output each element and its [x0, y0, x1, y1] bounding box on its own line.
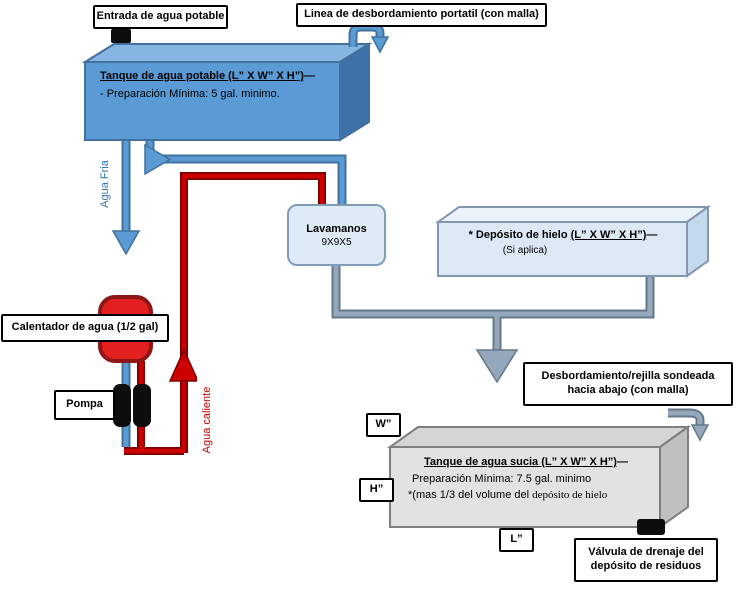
ice-box-title: * Depósito de hielo (L” X W” X H”)—: [442, 229, 684, 241]
dirty-tank-note-b: depósito de hielo: [532, 488, 608, 501]
label-linea-desbordamiento: Linea de desbordamiento portatil (con ma…: [296, 3, 547, 27]
overflow-arrow-top: [370, 36, 390, 54]
dirty-tank-3d: [386, 425, 692, 529]
label-desbordamiento-rejilla: Desbordamiento/rejilla sondeada hacia ab…: [523, 362, 733, 406]
dirty-tank-title: Tanque de agua sucia (L” X W” X H”)—: [398, 455, 654, 470]
dirty-tank-note-a: *(mas 1/3 del volume del: [408, 488, 533, 501]
ice-box-title-text: * Depósito de hielo: [468, 229, 571, 241]
label-l-dim: L”: [499, 528, 534, 552]
dirty-tank-title-text: Tanque de agua sucia (L” X W” X H”): [424, 456, 617, 468]
hot-flow-arrow-up: [168, 348, 200, 382]
valvula-line2: depósito de residuos: [590, 560, 702, 572]
label-valvula-drenaje: Válvula de drenaje del depósito de resid…: [574, 538, 718, 582]
potable-tank-title-text: Tanque de agua potable (L” X W” X H”): [100, 70, 304, 82]
dirty-tank-minimum: Preparación Mínima: 7.5 gal. minimo: [412, 473, 592, 486]
overflow-pipe-dirty: [668, 408, 710, 442]
dirty-tank-note: *(mas 1/3 del volume del depósito de hie…: [398, 488, 654, 503]
label-entrada-agua-potable: Entrada de agua potable: [93, 5, 228, 29]
label-h-dim: H”: [359, 478, 394, 502]
label-calentador: Calentador de agua (1/2 gal): [1, 314, 169, 342]
ice-box-text: * Depósito de hielo (L” X W” X H”)— (Si …: [442, 229, 684, 256]
label-agua-fria: Agua Fria: [94, 146, 116, 222]
cold-flow-arrow-right: [144, 143, 172, 176]
potable-tank-title: Tanque de agua potable (L” X W” X H”)—: [100, 69, 340, 84]
label-pompa: Pompa: [54, 390, 115, 420]
ice-box-title-dims: (L” X W” X H”): [570, 229, 647, 241]
ice-box-3d: [434, 205, 712, 278]
lavamanos-title: Lavamanos: [306, 222, 367, 235]
dirty-tank-text: Tanque de agua sucia (L” X W” X H”)— Pre…: [398, 455, 654, 503]
potable-tank-minimum: - Preparación Mínima: 5 gal. minimo.: [100, 88, 280, 101]
desbordamiento-line1: Desbordamiento/rejilla sondeada: [541, 370, 715, 383]
drain-pipe: [331, 263, 655, 384]
lavamanos-box: Lavamanos 9X9X5: [287, 204, 386, 266]
desbordamiento-line2: hacia abajo (con malla): [567, 384, 689, 396]
ice-box-si-aplica: (Si aplica): [502, 245, 548, 256]
potable-tank-3d: [81, 42, 373, 142]
pump-shape: [113, 384, 151, 427]
label-agua-caliente: Agua caliente: [197, 376, 217, 464]
valvula-line1: Válvula de drenaje del: [588, 546, 704, 559]
potable-tank-text: Tanque de agua potable (L” X W” X H”)— -…: [92, 69, 340, 103]
overflow-arrow-dirty: [690, 424, 710, 442]
drain-valve: [637, 519, 665, 535]
dirty-tank-title-dash: —: [616, 456, 628, 468]
ice-box-title-dash: —: [646, 229, 658, 241]
lavamanos-size: 9X9X5: [321, 236, 352, 248]
cold-flow-arrow-down: [111, 230, 141, 256]
overflow-pipe-top: [348, 22, 390, 54]
drain-flow-arrow-down: [475, 349, 519, 384]
potable-tank-title-dash: —: [303, 70, 315, 82]
inlet-valve: [111, 29, 131, 43]
label-w-dim: W”: [366, 413, 401, 437]
